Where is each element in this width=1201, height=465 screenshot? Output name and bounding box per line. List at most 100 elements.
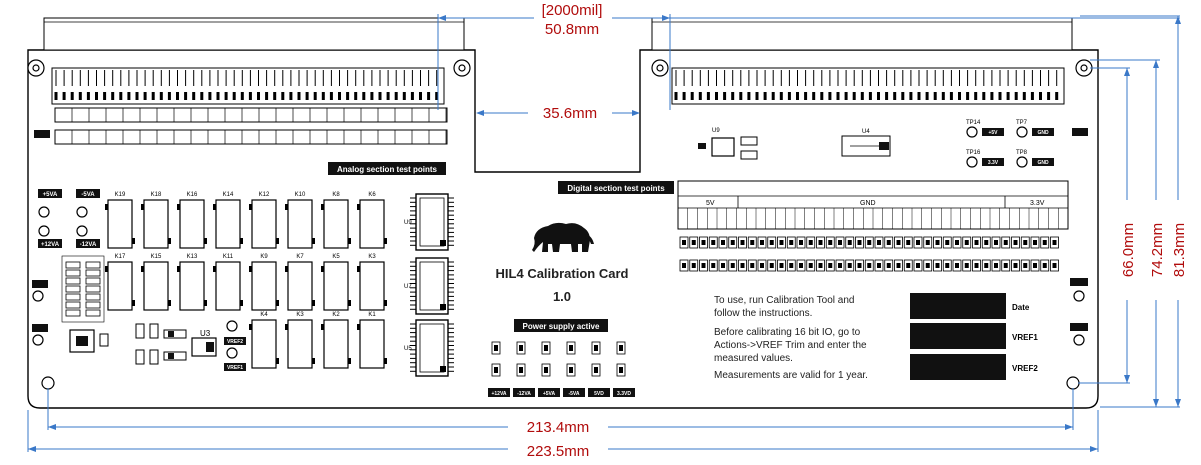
- svg-text:K14: K14: [223, 192, 234, 198]
- instruction-line-3: Before calibrating 16 bit IO, go to: [714, 327, 861, 338]
- relay-k10: K10: [285, 192, 315, 249]
- ic-u9: U9: [404, 193, 454, 251]
- u3-area: U3 VREF2 VREF1: [135, 320, 246, 371]
- analog-label-bg: [328, 162, 446, 175]
- svg-text:5VD: 5VD: [594, 391, 604, 397]
- svg-text:K7: K7: [296, 254, 304, 260]
- svg-text:K15: K15: [151, 254, 162, 260]
- svg-text:K12: K12: [259, 192, 270, 198]
- svg-text:GND: GND: [1037, 130, 1049, 136]
- relay-k3: K3: [357, 254, 387, 311]
- svg-text:VREF1: VREF1: [227, 365, 243, 371]
- svg-text:U9: U9: [712, 128, 720, 134]
- power-led-0: +12VA: [488, 341, 510, 397]
- left-misc-components: [32, 255, 109, 353]
- calibration-fields: Date VREF1 VREF2: [910, 293, 1038, 380]
- relay-k2: K2: [321, 312, 351, 369]
- relay-k15: K15: [141, 254, 171, 311]
- dim-conn-width-mm: 50.8mm: [545, 21, 599, 38]
- relay-k7: K7: [285, 254, 315, 311]
- svg-text:K18: K18: [151, 192, 162, 198]
- relay-k13: K13: [177, 254, 207, 311]
- digital-testpoint-table: 5V GND 3.3V: [677, 180, 1069, 230]
- svg-text:K16: K16: [187, 192, 198, 198]
- digital-component-rows: [679, 236, 1059, 272]
- svg-text:-12VA: -12VA: [80, 242, 97, 248]
- svg-text:+5VA: +5VA: [43, 192, 58, 198]
- svg-text:K10: K10: [295, 192, 306, 198]
- relay-k3: K3: [285, 312, 315, 369]
- ic-u5: U5: [404, 319, 454, 377]
- instruction-line-1: To use, run Calibration Tool and: [714, 295, 854, 306]
- svg-text:U4: U4: [862, 129, 870, 135]
- board-title: HIL4 Calibration Card: [496, 266, 629, 281]
- svg-text:K6: K6: [368, 192, 376, 198]
- field-vref2-label: VREF2: [1012, 364, 1038, 373]
- svg-text:-5VA: -5VA: [81, 192, 95, 198]
- dim-conn-width-mil: [2000mil]: [542, 2, 603, 19]
- analog-section-label: Analog section test points: [337, 165, 438, 174]
- relay-k6: K6: [357, 192, 387, 249]
- svg-text:VREF2: VREF2: [227, 339, 243, 345]
- svg-text:K13: K13: [187, 254, 198, 260]
- svg-text:+12VA: +12VA: [41, 242, 60, 248]
- svg-text:K1: K1: [368, 312, 376, 318]
- digital-section-label: Digital section test points: [567, 184, 665, 193]
- connector-right: [651, 17, 1073, 105]
- power-led-row: +12VA -12VA+5VA -5VA 5VD 3.3VD: [488, 341, 635, 397]
- relay-k8: K8: [321, 192, 351, 249]
- dim-gap: 35.6mm: [543, 105, 597, 122]
- dim-outer-width: 223.5mm: [527, 443, 590, 460]
- relay-k1: K1: [357, 312, 387, 369]
- analog-testpoint-table: [34, 107, 448, 145]
- power-led-1: -12VA: [513, 341, 535, 397]
- power-led-2: +5VA: [538, 341, 560, 397]
- svg-text:K5: K5: [332, 254, 340, 260]
- dim-inner-width: 213.4mm: [527, 419, 590, 436]
- digital-group-3v3: 3.3V: [1030, 200, 1045, 207]
- field-date-label: Date: [1012, 303, 1030, 312]
- svg-text:GND: GND: [1037, 160, 1049, 166]
- relay-k9: K9: [249, 254, 279, 311]
- board-version: 1.0: [553, 289, 571, 304]
- relay-k19: K19: [105, 192, 135, 249]
- connector-left: [43, 17, 465, 105]
- top-right-testpoints: TP14 TP7 TP16 TP8 +5V GND 3.3V GND: [966, 120, 1088, 168]
- svg-text:K9: K9: [260, 254, 268, 260]
- svg-text:-5VA: -5VA: [568, 391, 579, 397]
- relay-k5: K5: [321, 254, 351, 311]
- power-led-4: 5VD: [588, 341, 610, 397]
- power-label-bg: [514, 319, 608, 332]
- svg-text:+5V: +5V: [988, 130, 998, 136]
- digital-group-5v: 5V: [706, 200, 715, 207]
- svg-text:K3: K3: [368, 254, 376, 260]
- relay-k16: K16: [177, 192, 207, 249]
- instruction-line-4: Actions->VREF Trim and enter the: [714, 340, 867, 351]
- svg-text:K17: K17: [115, 254, 126, 260]
- elephant-logo: [532, 222, 594, 252]
- mount-holes-bottom: [41, 376, 1080, 390]
- relay-k4: K4: [249, 312, 279, 369]
- right-gnd-points: [1070, 278, 1088, 346]
- svg-text:+12VA: +12VA: [491, 391, 506, 397]
- mount-holes-top: [27, 59, 1093, 77]
- dim-height-81: 81.3mm: [1171, 223, 1188, 277]
- svg-text:TP14: TP14: [966, 120, 981, 126]
- svg-text:K4: K4: [260, 312, 268, 318]
- instruction-line-5: measured values.: [714, 353, 793, 364]
- digital-group-gnd: GND: [860, 200, 876, 207]
- power-led-5: 3.3VD: [613, 341, 635, 397]
- svg-text:U3: U3: [200, 329, 211, 338]
- power-supply-label: Power supply active: [523, 322, 600, 331]
- svg-text:TP7: TP7: [1016, 120, 1028, 126]
- svg-text:3.3VD: 3.3VD: [617, 391, 631, 397]
- dimension-lines: [27, 14, 1181, 452]
- svg-text:TP8: TP8: [1016, 150, 1028, 156]
- digital-label-bg: [558, 181, 674, 194]
- svg-text:U5: U5: [404, 346, 412, 352]
- field-vref1-label: VREF1: [1012, 333, 1038, 342]
- svg-text:K3: K3: [296, 312, 304, 318]
- dim-height-74: 74.2mm: [1149, 223, 1166, 277]
